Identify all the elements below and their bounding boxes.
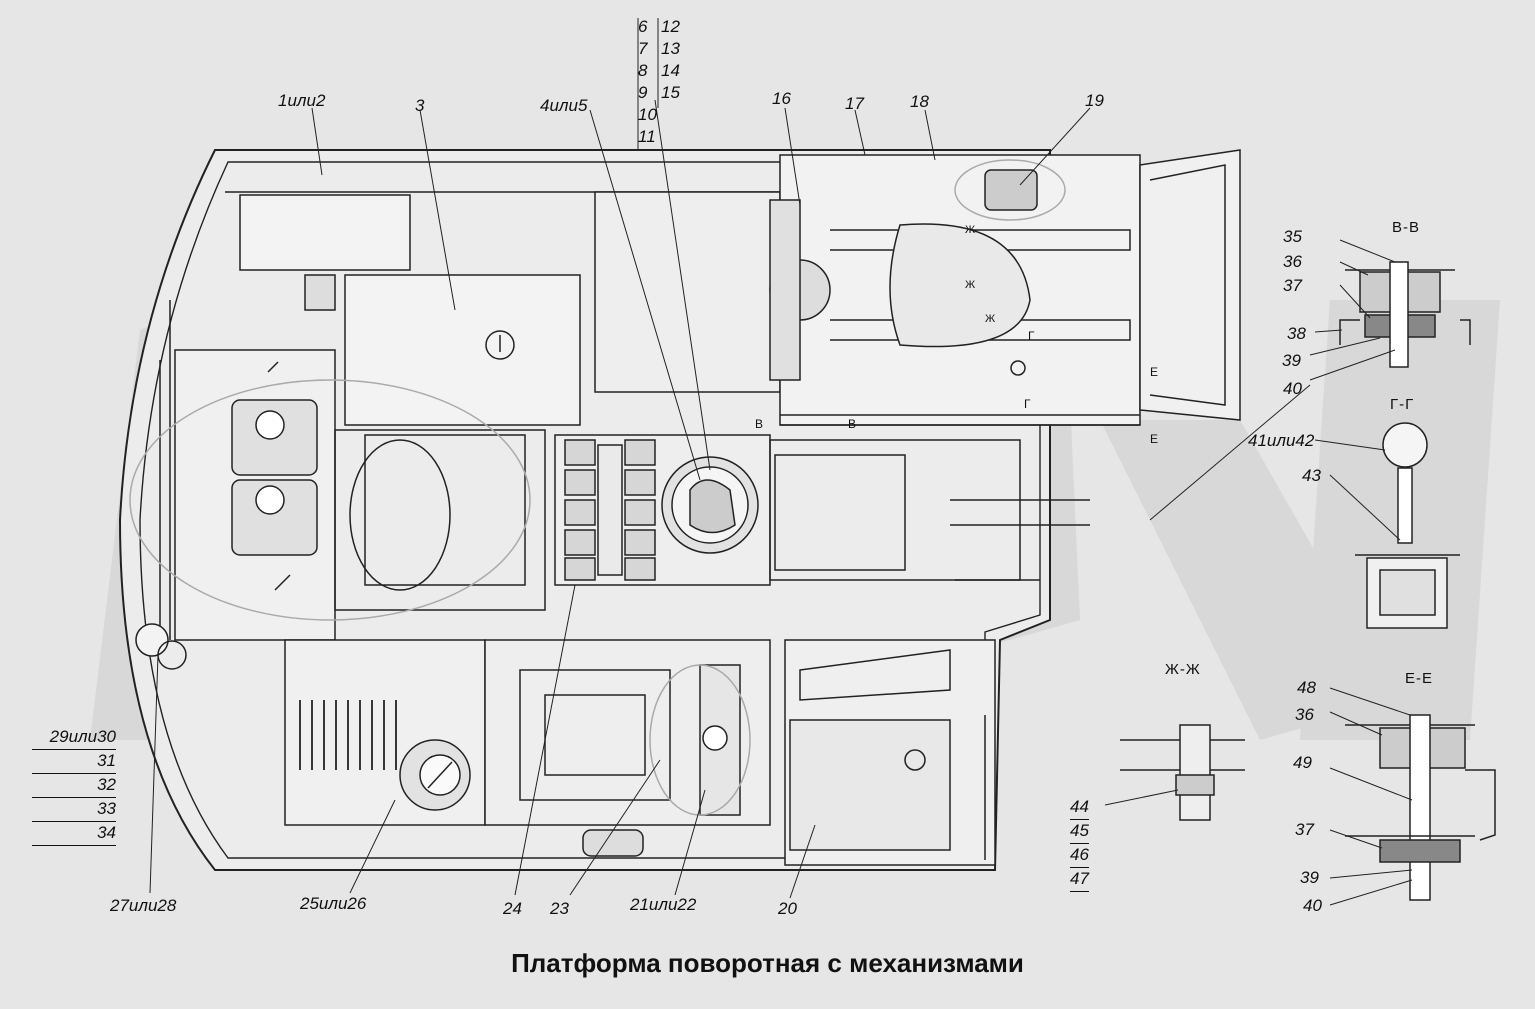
section-gg-title: Г-Г bbox=[1390, 396, 1415, 413]
section-bb-title: В-В bbox=[1392, 219, 1421, 236]
label-39-top: 39 bbox=[1282, 351, 1301, 370]
label-31: 31 bbox=[32, 750, 116, 774]
label-36-top: 36 bbox=[1283, 252, 1302, 271]
label-11: 11 bbox=[638, 127, 656, 146]
label-34: 34 bbox=[32, 822, 116, 846]
label-7: 7 bbox=[638, 39, 648, 58]
label-9: 9 bbox=[638, 83, 648, 102]
label-48: 48 bbox=[1297, 678, 1316, 697]
label-6: 6 bbox=[638, 17, 648, 36]
label-20: 20 bbox=[778, 899, 797, 918]
label-18: 18 bbox=[910, 92, 929, 111]
label-37-bottom: 37 bbox=[1295, 820, 1314, 839]
label-46: 46 bbox=[1070, 844, 1089, 868]
cut-mark-zh3: Ж bbox=[985, 313, 997, 325]
label-40-bottom: 40 bbox=[1303, 896, 1322, 915]
section-bb-drawing bbox=[1339, 261, 1471, 368]
section-ee-drawing bbox=[1345, 714, 1496, 901]
label-15: 15 bbox=[661, 83, 680, 102]
label-40-top: 40 bbox=[1283, 379, 1302, 398]
section-zhzh-title: Ж-Ж bbox=[1165, 661, 1201, 678]
label-43: 43 bbox=[1302, 466, 1321, 485]
leader-lines bbox=[149, 18, 1413, 906]
section-zhzh-drawing bbox=[1120, 724, 1245, 821]
cut-mark-e2: Е bbox=[1150, 432, 1160, 446]
label-1-or-2: 1или2 bbox=[278, 91, 326, 110]
valve-block bbox=[564, 439, 656, 581]
label-23: 23 bbox=[550, 899, 569, 918]
label-stack-44-47: 44 45 46 47 bbox=[1070, 796, 1089, 892]
label-44: 44 bbox=[1070, 796, 1089, 820]
label-19: 19 bbox=[1085, 91, 1104, 110]
label-stack-12-15: 12 13 14 15 bbox=[661, 16, 680, 104]
label-35: 35 bbox=[1283, 227, 1302, 246]
cut-mark-zh2: Ж bbox=[965, 279, 977, 291]
label-38: 38 bbox=[1287, 324, 1306, 343]
cut-mark-v2: В bbox=[848, 417, 858, 431]
label-39-bottom: 39 bbox=[1300, 868, 1319, 887]
label-stack-29-34: 29или30 31 32 33 34 bbox=[32, 726, 116, 846]
vent-slots bbox=[299, 700, 397, 770]
label-36-bottom: 36 bbox=[1295, 705, 1314, 724]
cut-mark-g1: Г bbox=[1028, 329, 1036, 343]
label-4-or-5: 4или5 bbox=[540, 96, 588, 115]
section-gg-drawing bbox=[1355, 422, 1460, 629]
section-ee-title: Е-Е bbox=[1405, 670, 1434, 687]
drawing-caption: Платформа поворотная с механизмами bbox=[511, 948, 1024, 978]
label-37-top: 37 bbox=[1283, 276, 1302, 295]
label-14: 14 bbox=[661, 61, 680, 80]
label-16: 16 bbox=[772, 89, 791, 108]
label-47: 47 bbox=[1070, 868, 1089, 892]
label-13: 13 bbox=[661, 39, 680, 58]
label-33: 33 bbox=[32, 798, 116, 822]
label-41-or-42: 41или42 bbox=[1248, 431, 1315, 450]
label-29-or-30: 29или30 bbox=[32, 726, 116, 750]
label-17: 17 bbox=[845, 94, 864, 113]
label-21-or-22: 21или22 bbox=[630, 895, 697, 914]
cut-mark-g2: Г bbox=[1024, 397, 1032, 411]
label-3: 3 bbox=[415, 96, 425, 115]
label-10: 10 bbox=[638, 105, 657, 124]
label-24: 24 bbox=[503, 899, 522, 918]
cut-mark-e1: Е bbox=[1150, 365, 1160, 379]
label-27-or-28: 27или28 bbox=[110, 896, 177, 915]
label-8: 8 bbox=[638, 61, 648, 80]
cut-mark-v1: В bbox=[755, 417, 765, 431]
label-45: 45 bbox=[1070, 820, 1089, 844]
label-49: 49 bbox=[1293, 753, 1312, 772]
label-stack-6-11: 6 7 8 9 10 11 bbox=[638, 16, 657, 148]
label-12: 12 bbox=[661, 17, 680, 36]
label-32: 32 bbox=[32, 774, 116, 798]
cut-mark-zh1: Ж bbox=[965, 224, 977, 236]
label-25-or-26: 25или26 bbox=[300, 894, 367, 913]
